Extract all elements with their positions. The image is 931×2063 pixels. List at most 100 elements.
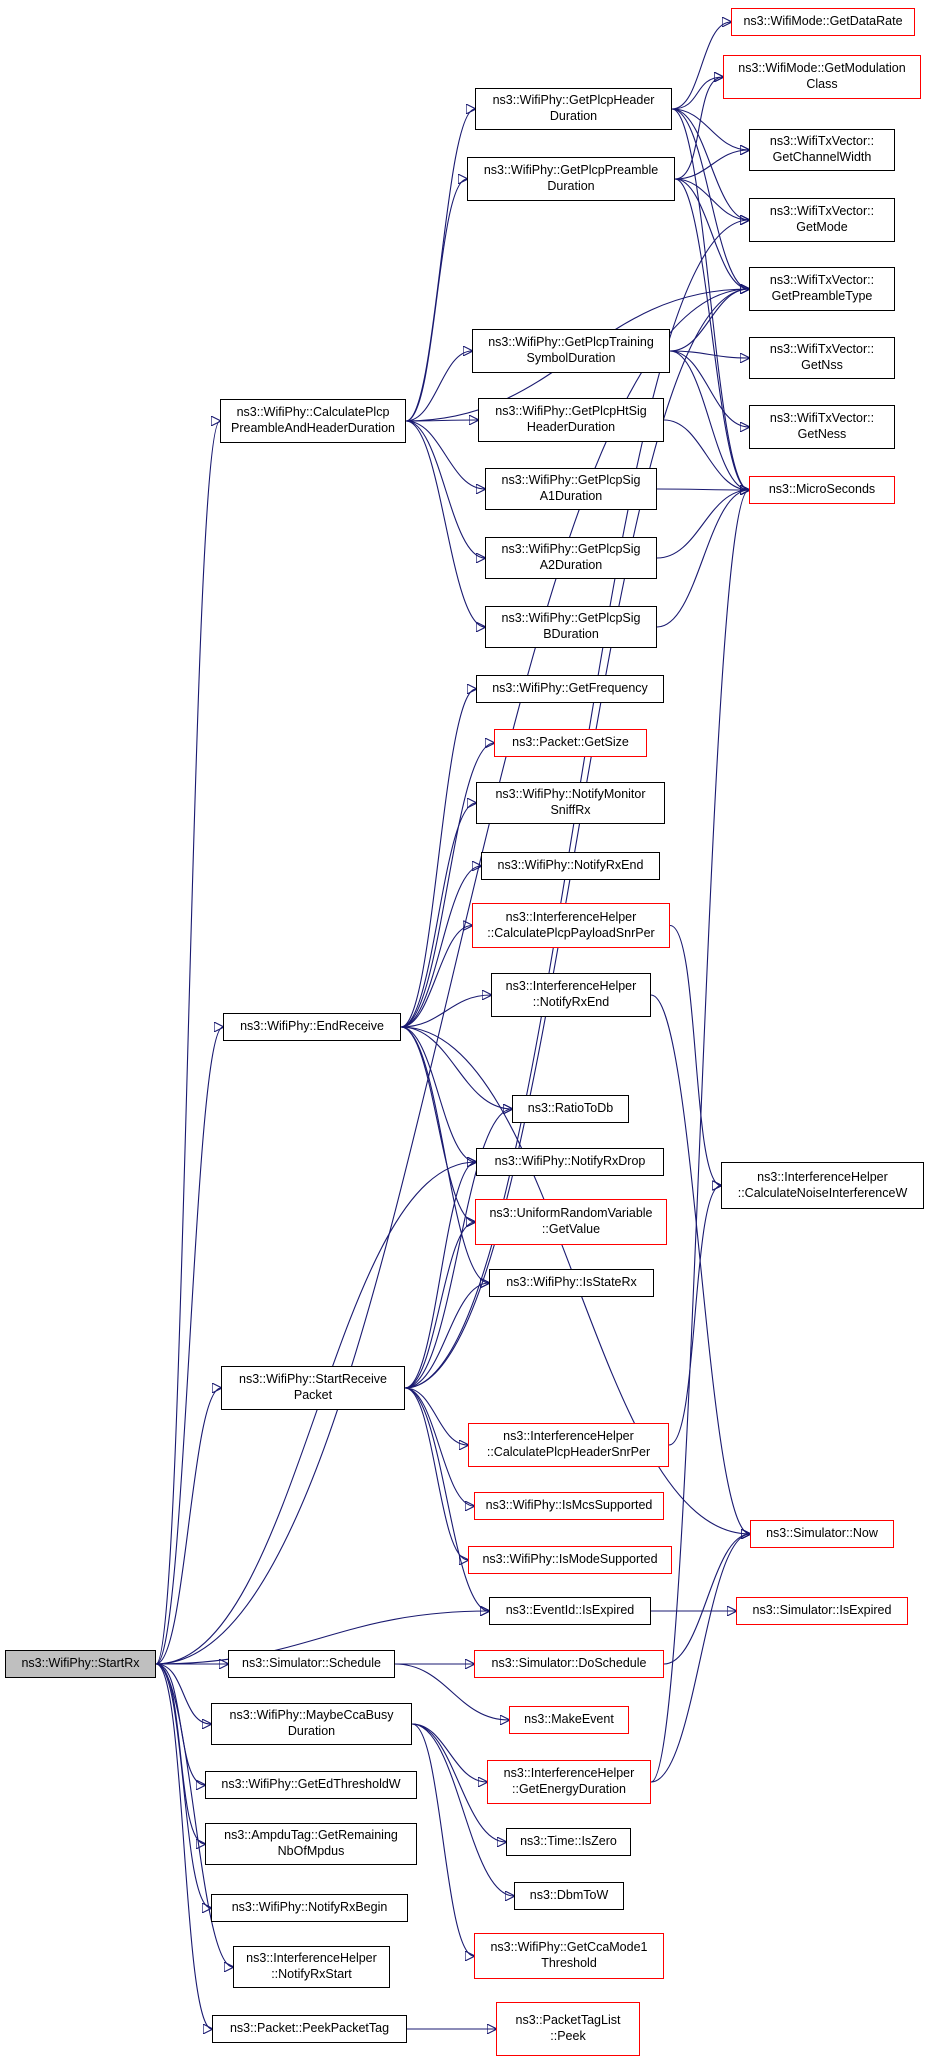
node-uniform-random-variable-get-value[interactable]: ns3::UniformRandomVariable ::GetValue	[475, 1199, 667, 1245]
node-get-cca-mode1-threshold[interactable]: ns3::WifiPhy::GetCcaMode1 Threshold	[474, 1933, 664, 1979]
edge-getplcppre-to-getchanwidth	[674, 150, 749, 180]
node-simulator-schedule[interactable]: ns3::Simulator::Schedule	[228, 1650, 395, 1678]
node-get-preamble-type[interactable]: ns3::WifiTxVector:: GetPreambleType	[749, 267, 895, 311]
edge-getplcptrain-to-microseconds	[669, 350, 749, 490]
edge-getplcppre-to-microseconds	[674, 178, 749, 490]
edge-sigb-to-microseconds	[656, 490, 749, 628]
edge-getplcphdr-to-getdatarate	[671, 22, 731, 110]
edge-startrecv-to-notifyrxdrop	[404, 1162, 476, 1389]
edge-endreceive-to-getfreq	[400, 689, 476, 1028]
edge-startrecv-to-getpretype	[404, 289, 749, 1389]
edge-calcplcp-to-siga1	[405, 420, 485, 489]
node-get-plcp-sig-a2-duration[interactable]: ns3::WifiPhy::GetPlcpSig A2Duration	[485, 537, 657, 579]
node-simulator-now[interactable]: ns3::Simulator::Now	[750, 1520, 894, 1548]
edge-getplcphdr-to-microseconds	[671, 108, 749, 490]
node-get-plcp-sig-b-duration[interactable]: ns3::WifiPhy::GetPlcpSig BDuration	[485, 606, 657, 648]
edge-startrecv-to-ismcs	[404, 1387, 474, 1506]
edge-getenergy-to-simnow	[650, 1534, 750, 1783]
node-get-data-rate[interactable]: ns3::WifiMode::GetDataRate	[731, 8, 915, 36]
edge-startrx-to-peekpackettag	[155, 1663, 212, 2029]
edge-startrx-to-startrecv	[155, 1388, 221, 1665]
edge-endreceive-to-calcpayload	[400, 926, 472, 1028]
edge-startrx-to-notifyrxstart	[155, 1663, 233, 1967]
edge-calcplcp-to-getplcptrain	[405, 351, 472, 422]
node-peek-packet-tag[interactable]: ns3::Packet::PeekPacketTag	[212, 2015, 407, 2043]
edge-maybecca-to-iszero	[411, 1723, 506, 1842]
node-dbm-to-w[interactable]: ns3::DbmToW	[514, 1882, 624, 1910]
node-get-plcp-ht-sig-header-duration[interactable]: ns3::WifiPhy::GetPlcpHtSig HeaderDuratio…	[478, 398, 664, 442]
edge-startrecv-to-uniform	[404, 1222, 475, 1389]
edge-startrecv-to-ismode	[404, 1387, 468, 1560]
edge-startrx-to-maybecca	[155, 1663, 211, 1724]
node-get-plcp-header-duration[interactable]: ns3::WifiPhy::GetPlcpHeader Duration	[475, 88, 672, 130]
node-ih-notify-rx-start[interactable]: ns3::InterferenceHelper ::NotifyRxStart	[233, 1946, 390, 1988]
edge-doschedule-to-simnow	[663, 1534, 750, 1665]
node-calculate-plcp-payload-snr-per[interactable]: ns3::InterferenceHelper ::CalculatePlcpP…	[472, 903, 670, 948]
edge-getplcphdr-to-getmodclass	[671, 77, 723, 110]
node-packet-tag-list-peek[interactable]: ns3::PacketTagList ::Peek	[496, 2002, 640, 2056]
node-is-state-rx[interactable]: ns3::WifiPhy::IsStateRx	[489, 1269, 654, 1297]
edge-calchdr-to-calcnoise	[668, 1186, 721, 1446]
edge-schedule-to-makeevent	[394, 1663, 509, 1720]
edge-endreceive-to-notifyrxend	[400, 866, 481, 1028]
node-is-mode-supported[interactable]: ns3::WifiPhy::IsModeSupported	[468, 1546, 672, 1574]
node-get-channel-width[interactable]: ns3::WifiTxVector:: GetChannelWidth	[749, 129, 895, 171]
edge-getplcphdr-to-getpretype	[671, 108, 749, 289]
node-notify-rx-drop[interactable]: ns3::WifiPhy::NotifyRxDrop	[476, 1148, 664, 1176]
node-get-energy-duration[interactable]: ns3::InterferenceHelper ::GetEnergyDurat…	[487, 1760, 651, 1804]
node-packet-get-size[interactable]: ns3::Packet::GetSize	[494, 729, 647, 757]
node-startrx[interactable]: ns3::WifiPhy::StartRx	[5, 1650, 156, 1678]
node-time-is-zero[interactable]: ns3::Time::IsZero	[506, 1828, 631, 1856]
edge-startrx-to-notifyrxbegin	[155, 1663, 211, 1908]
node-eventid-is-expired[interactable]: ns3::EventId::IsExpired	[489, 1597, 651, 1625]
edge-getplcptrain-to-getpretype	[669, 289, 749, 352]
node-notify-monitor-sniff-rx[interactable]: ns3::WifiPhy::NotifyMonitor SniffRx	[476, 782, 665, 824]
node-maybe-cca-busy-duration[interactable]: ns3::WifiPhy::MaybeCcaBusy Duration	[211, 1703, 412, 1745]
edge-endreceive-to-notifymon	[400, 803, 476, 1028]
edge-endreceive-to-ihnotifyrxend	[400, 995, 491, 1028]
node-notify-rx-begin[interactable]: ns3::WifiPhy::NotifyRxBegin	[211, 1894, 408, 1922]
edge-startrecv-to-isexpired	[404, 1387, 489, 1611]
edge-startrecv-to-isstaterx	[404, 1283, 489, 1389]
node-ampdu-get-remaining[interactable]: ns3::AmpduTag::GetRemaining NbOfMpdus	[205, 1823, 417, 1865]
edge-calcpayload-to-calcnoise	[669, 924, 721, 1186]
node-get-plcp-preamble-duration[interactable]: ns3::WifiPhy::GetPlcpPreamble Duration	[467, 157, 675, 201]
edge-calcplcp-to-getplcppre	[405, 179, 467, 422]
edge-startrx-to-calcplcp	[155, 421, 220, 1665]
edge-startrx-to-getpretype	[155, 289, 749, 1665]
node-simulator-do-schedule[interactable]: ns3::Simulator::DoSchedule	[474, 1650, 664, 1678]
edge-siga2-to-microseconds	[656, 490, 749, 559]
edge-getplcphtsig-to-microseconds	[663, 419, 749, 490]
node-end-receive[interactable]: ns3::WifiPhy::EndReceive	[223, 1013, 401, 1041]
edge-calcplcp-to-sigb	[405, 420, 485, 627]
node-get-plcp-sig-a1-duration[interactable]: ns3::WifiPhy::GetPlcpSig A1Duration	[485, 468, 657, 510]
edge-getplcphdr-to-getmode	[671, 108, 749, 220]
node-start-receive-packet[interactable]: ns3::WifiPhy::StartReceive Packet	[221, 1366, 405, 1410]
node-get-nss[interactable]: ns3::WifiTxVector:: GetNss	[749, 337, 895, 379]
node-ratio-to-db[interactable]: ns3::RatioToDb	[512, 1095, 629, 1123]
node-get-frequency[interactable]: ns3::WifiPhy::GetFrequency	[476, 675, 664, 703]
node-is-mcs-supported[interactable]: ns3::WifiPhy::IsMcsSupported	[474, 1492, 664, 1520]
node-notify-rx-end[interactable]: ns3::WifiPhy::NotifyRxEnd	[481, 852, 660, 880]
node-get-ness[interactable]: ns3::WifiTxVector:: GetNess	[749, 405, 895, 449]
edge-endreceive-to-getsize	[400, 743, 494, 1028]
node-get-ed-threshold-w[interactable]: ns3::WifiPhy::GetEdThresholdW	[205, 1771, 417, 1799]
node-make-event[interactable]: ns3::MakeEvent	[509, 1706, 629, 1734]
node-get-mode[interactable]: ns3::WifiTxVector:: GetMode	[749, 198, 895, 242]
node-simulator-is-expired[interactable]: ns3::Simulator::IsExpired	[736, 1597, 908, 1625]
edge-getplcppre-to-getmodclass	[674, 77, 723, 180]
node-calculate-plcp-header-snr-per[interactable]: ns3::InterferenceHelper ::CalculatePlcpH…	[468, 1423, 669, 1467]
node-get-modulation-class[interactable]: ns3::WifiMode::GetModulation Class	[723, 55, 921, 99]
edge-maybecca-to-dbmtow	[411, 1723, 514, 1896]
node-calculate-noise-interference-w[interactable]: ns3::InterferenceHelper ::CalculateNoise…	[721, 1162, 924, 1209]
edge-getplcptrain-to-getness	[669, 350, 749, 427]
node-get-plcp-training-symbol-duration[interactable]: ns3::WifiPhy::GetPlcpTraining SymbolDura…	[472, 329, 670, 373]
edge-calcplcp-to-siga2	[405, 420, 485, 558]
node-calculate-plcp-preamble-and-header-duration[interactable]: ns3::WifiPhy::CalculatePlcp PreambleAndH…	[220, 399, 406, 443]
edge-siga1-to-microseconds	[656, 489, 749, 490]
node-ih-notify-rx-end[interactable]: ns3::InterferenceHelper ::NotifyRxEnd	[491, 973, 651, 1017]
node-micro-seconds[interactable]: ns3::MicroSeconds	[749, 476, 895, 504]
edge-startrecv-to-ratiotodb	[404, 1109, 512, 1389]
edge-endreceive-to-ratiotodb	[400, 1026, 512, 1109]
